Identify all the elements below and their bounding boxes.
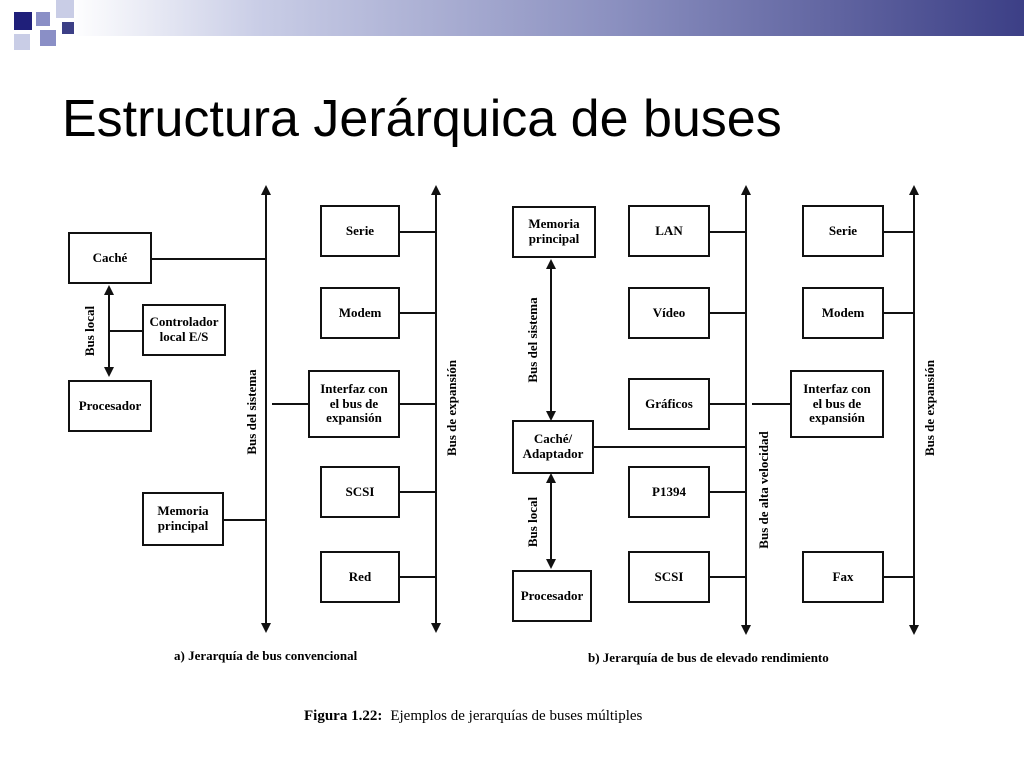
logo-square-mid-1: [36, 12, 50, 26]
b-caption: b) Jerarquía de bus de elevado rendimien…: [588, 650, 829, 665]
b-expansion-interface-box: Interfaz con el bus de expansión: [790, 370, 884, 438]
b-graphics-box: Gráficos: [628, 378, 710, 430]
a-processor-box: Procesador: [68, 380, 152, 432]
a-system-bus-label: Bus del sistema: [244, 369, 259, 455]
title-band: [0, 0, 1024, 36]
b-video-box: Vídeo: [628, 287, 710, 339]
b-fax-box: Fax: [802, 551, 884, 603]
b-main-memory-box: Memoria principal: [512, 206, 596, 258]
b-cache-adapter-box: Caché/ Adaptador: [512, 420, 594, 474]
a-local-io-controller-box: Controlador local E/S: [142, 304, 226, 356]
figure-text: Ejemplos de jerarquías de buses múltiple…: [390, 708, 643, 724]
a-caption: a) Jerarquía de bus convencional: [174, 648, 358, 663]
a-expansion-bus-label: Bus de expansión: [444, 359, 459, 457]
b-lan-box: LAN: [628, 205, 710, 257]
b-serial-box: Serie: [802, 205, 884, 257]
figure-number: Figura 1.22:: [304, 708, 383, 724]
a-modem-box: Modem: [320, 287, 400, 339]
a-expansion-interface-box: Interfaz con el bus de expansión: [308, 370, 400, 438]
logo-square-mid-2: [40, 30, 56, 46]
figure-caption: Figura 1.22: Ejemplos de jerarquías de bu…: [304, 708, 642, 725]
b-system-bus-label: Bus del sistema: [525, 297, 540, 383]
a-serial-box: Serie: [320, 205, 400, 257]
b-high-speed-bus-label: Bus de alta velocidad: [756, 431, 771, 549]
b-expansion-bus-label: Bus de expansión: [922, 359, 937, 457]
a-scsi-box: SCSI: [320, 466, 400, 518]
logo-square-dark-1: [14, 12, 32, 30]
logo-square-light-2: [14, 34, 30, 50]
a-local-bus-label: Bus local: [82, 305, 97, 357]
logo-square-dark-2: [62, 22, 74, 34]
b-processor-box: Procesador: [512, 570, 592, 622]
b-scsi-box: SCSI: [628, 551, 710, 603]
b-local-bus-label: Bus local: [525, 496, 540, 548]
slide-title: Estructura Jerárquica de buses: [62, 90, 782, 148]
b-p1394-box: P1394: [628, 466, 710, 518]
a-network-box: Red: [320, 551, 400, 603]
a-main-memory-box: Memoria principal: [142, 492, 224, 546]
b-modem-box: Modem: [802, 287, 884, 339]
a-cache-box: Caché: [68, 232, 152, 284]
logo-square-light-1: [56, 0, 74, 18]
